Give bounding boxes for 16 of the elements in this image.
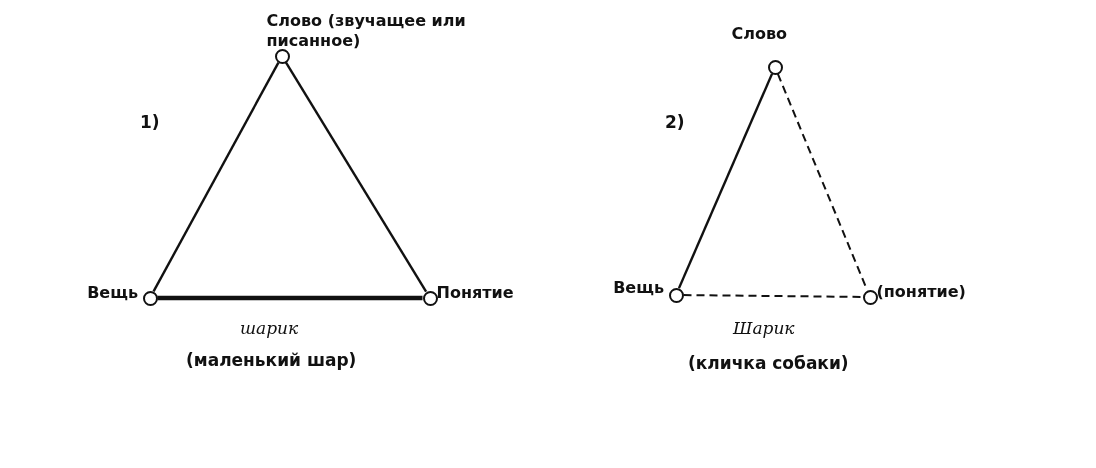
connector-line	[157, 295, 423, 301]
caption-text: (кличка собаки)	[688, 353, 849, 373]
node-label: (понятие)	[876, 281, 966, 302]
caption-text: 1)	[140, 112, 160, 132]
caption-text: (маленький шар)	[186, 350, 357, 370]
connector-line	[152, 62, 280, 292]
connector-line	[677, 73, 774, 289]
italic-caption: Шарик	[733, 318, 795, 338]
caption-text: 2)	[665, 112, 685, 132]
node-label: Слово	[731, 23, 788, 44]
italic-caption: шарик	[240, 318, 299, 338]
node-label: Вещь	[613, 277, 664, 298]
connector-line	[284, 61, 428, 293]
node-label: Слово (звучащее или писанное)	[266, 10, 467, 51]
node-label: Вещь	[87, 282, 138, 303]
node-label: Понятие	[436, 282, 514, 303]
